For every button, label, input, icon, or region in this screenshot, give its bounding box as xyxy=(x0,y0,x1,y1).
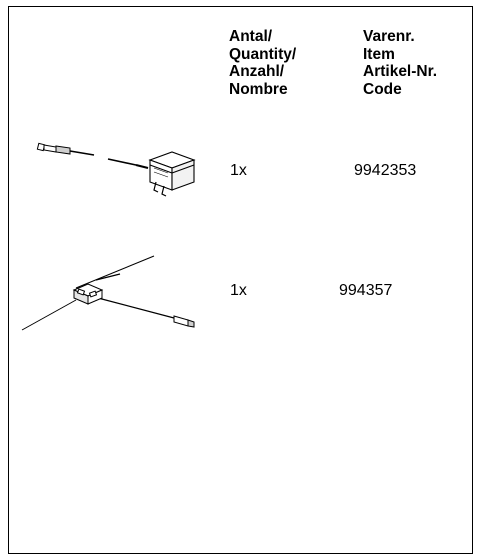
quantity-column-header: Antal/ Quantity/ Anzahl/ Nombre xyxy=(229,28,296,98)
quantity-cell: 1x xyxy=(230,282,247,299)
item-number-cell: 994357 xyxy=(339,282,393,299)
quantity-cell: 1x xyxy=(230,162,247,179)
parts-list-frame xyxy=(8,6,473,554)
item-number-cell: 9942353 xyxy=(354,162,417,179)
quantity-header-line: Nombre xyxy=(229,80,288,98)
fm-dipole-antenna-icon xyxy=(21,255,195,331)
item-number-column-header: Varenr. Item Artikel-Nr. Code xyxy=(363,28,437,98)
item-header-line: Artikel-Nr. xyxy=(363,63,438,80)
item-header-line: Varenr. xyxy=(363,28,415,45)
quantity-header-line: Antal/ xyxy=(229,28,273,45)
quantity-header-line: Quantity/ xyxy=(229,45,297,63)
item-header-line: Code xyxy=(363,80,402,98)
item-header-line: Item xyxy=(363,45,395,63)
ac-power-adapter-icon xyxy=(36,142,196,197)
quantity-header-line: Anzahl/ xyxy=(229,63,285,80)
